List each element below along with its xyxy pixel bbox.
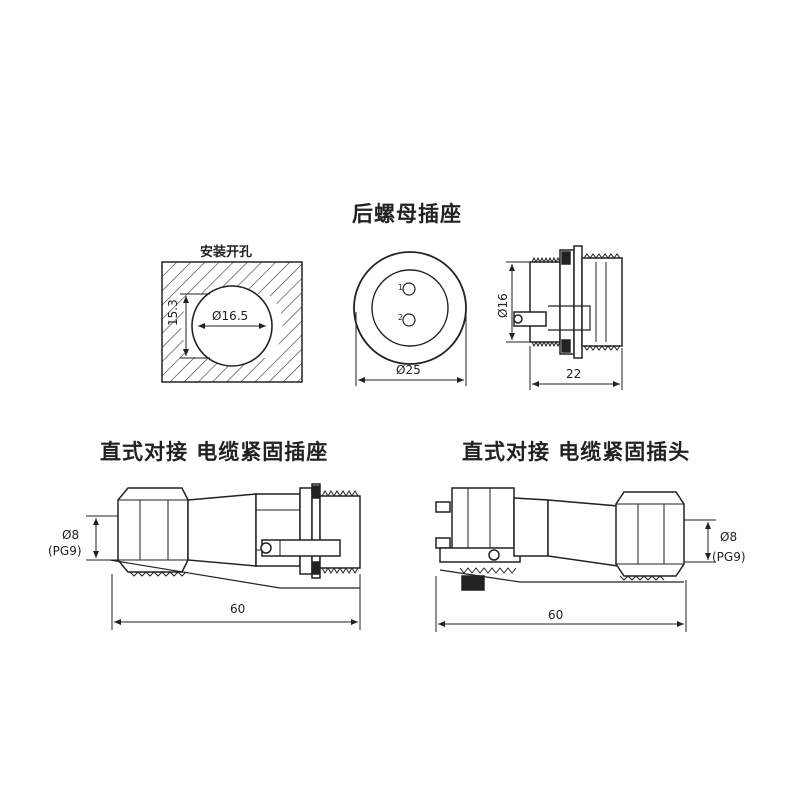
panel-cutout-view — [161, 261, 303, 383]
flange-diameter-label: Ø25 — [396, 363, 421, 377]
panel-cutout-label: 安装开孔 — [200, 245, 253, 260]
straight-socket-title: 直式对接 电缆紧固插座 — [100, 440, 329, 464]
front-flange-view — [353, 251, 467, 386]
straight-cable-socket-view — [86, 483, 361, 630]
thread-diameter-label: Ø16 — [496, 293, 510, 318]
pin-hole-1 — [402, 282, 416, 296]
cutout-diameter-label: Ø16.5 — [212, 309, 249, 323]
plug-total-length-label: 60 — [548, 608, 564, 622]
pin-label-1: 1 — [398, 283, 404, 292]
socket-total-length-label: 60 — [230, 602, 246, 616]
plug-cable-diameter-label: Ø8 — [720, 530, 738, 544]
socket-length-label: 22 — [566, 367, 582, 381]
pin-label-2: 2 — [398, 313, 404, 322]
rear-nut-socket-side-view — [506, 245, 623, 390]
pin-hole-2 — [402, 313, 416, 327]
straight-plug-title: 直式对接 电缆紧固插头 — [462, 440, 691, 464]
straight-cable-plug-view — [435, 487, 716, 632]
socket-cable-gland-label: (PG9) — [48, 544, 82, 558]
cutout-flat-label: 15.3 — [166, 299, 180, 326]
socket-cable-diameter-label: Ø8 — [62, 528, 80, 542]
rear-nut-socket-title: 后螺母插座 — [352, 202, 462, 226]
plug-cable-gland-label: (PG9) — [712, 550, 746, 564]
